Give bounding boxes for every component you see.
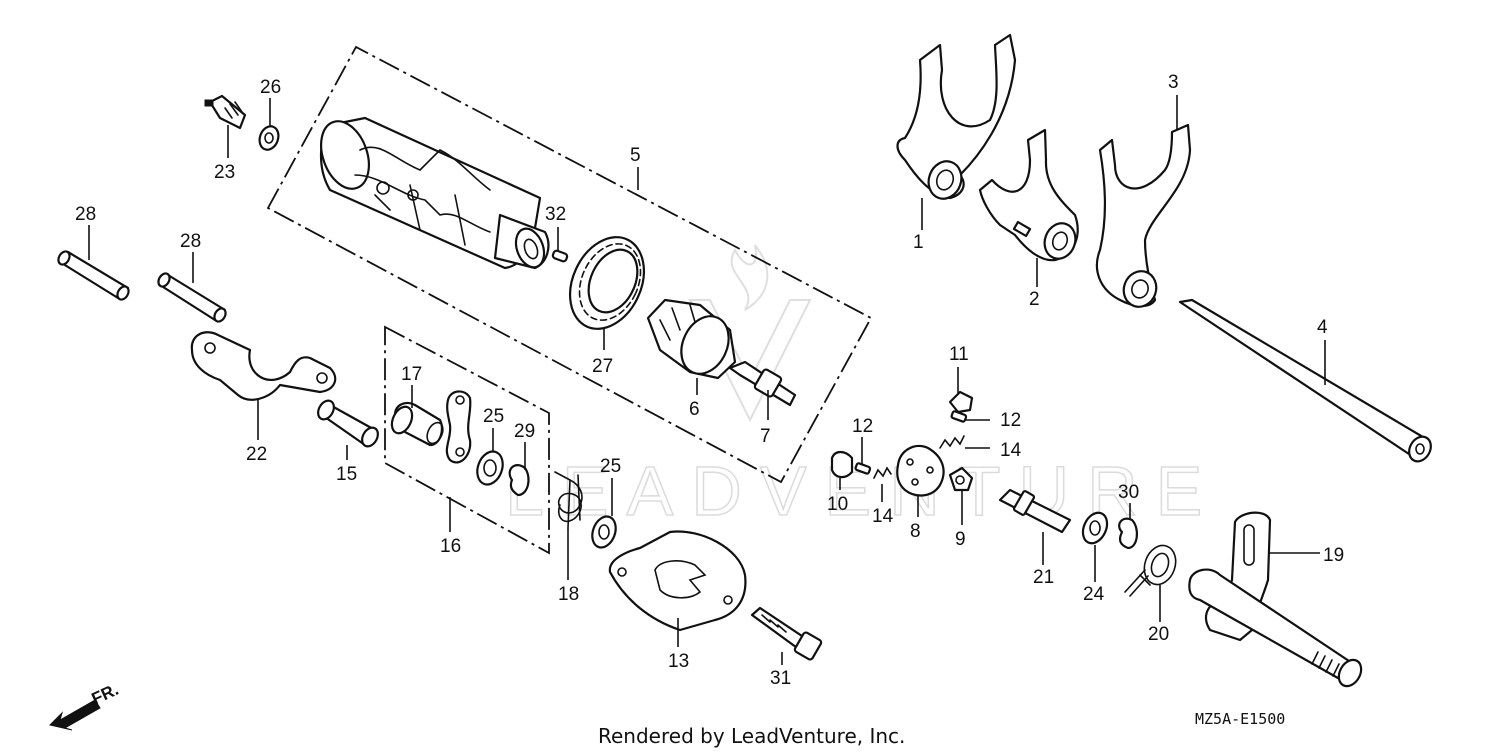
- shift-cam-plate: [896, 444, 945, 497]
- callout-3: 3: [1168, 72, 1179, 93]
- callout-12b: 12: [852, 416, 873, 437]
- callout-29: 29: [514, 421, 535, 442]
- callout-25a: 25: [483, 406, 504, 427]
- callout-4: 4: [1317, 317, 1328, 338]
- pin-12b: [854, 462, 872, 475]
- callout-6: 6: [689, 399, 700, 420]
- spring-20: [1124, 544, 1177, 597]
- stopper-arm: [445, 390, 472, 464]
- guide-plate: [190, 331, 337, 401]
- drum-bolt: [728, 360, 797, 407]
- callout-31: 31: [770, 668, 791, 689]
- callout-21: 21: [1033, 567, 1054, 588]
- callout-2: 2: [1029, 289, 1040, 310]
- cover-bolt: [750, 606, 823, 661]
- fork-shaft: [1178, 298, 1432, 463]
- stopper-group-box: [384, 325, 550, 555]
- callout-14b: 14: [872, 506, 894, 527]
- washer-24: [1081, 511, 1109, 545]
- washer-25b: [591, 515, 617, 549]
- dowel-pin-28a: [57, 250, 130, 301]
- neutral-switch: [204, 94, 247, 130]
- shift-drum: [320, 116, 550, 270]
- callout-30: 30: [1118, 482, 1139, 503]
- shift-fork-2: [978, 128, 1079, 262]
- cover-plate: [608, 530, 747, 632]
- diagram-code: MZ5A-E1500: [1195, 710, 1285, 728]
- callout-15: 15: [336, 464, 357, 485]
- callout-22: 22: [246, 444, 267, 465]
- callout-19: 19: [1323, 545, 1344, 566]
- callout-11: 11: [949, 344, 969, 365]
- bearing: [569, 236, 645, 330]
- dowel-pin: [551, 249, 569, 263]
- callout-32: 32: [545, 204, 566, 225]
- callout-28b: 28: [180, 231, 201, 252]
- callout-20: 20: [1148, 624, 1169, 645]
- callout-14a: 14: [1000, 440, 1022, 461]
- callout-23: 23: [214, 162, 235, 183]
- callout-16: 16: [440, 536, 461, 557]
- leader-lines: [88, 95, 1326, 665]
- callout-5: 5: [630, 145, 641, 166]
- pin-12a: [950, 410, 968, 423]
- callout-18: 18: [558, 584, 579, 605]
- drum-center: [646, 298, 737, 380]
- front-direction-arrow: FR.: [49, 680, 122, 731]
- return-spring: [554, 471, 583, 529]
- callout-24: 24: [1083, 584, 1105, 605]
- callout-9: 9: [955, 529, 966, 550]
- drum-group-box: [266, 45, 873, 484]
- callout-12a: 12: [1000, 410, 1021, 431]
- callout-7: 7: [760, 426, 771, 447]
- spring-14a: [939, 435, 965, 449]
- callout-8: 8: [910, 521, 921, 542]
- callout-28a: 28: [75, 204, 96, 225]
- stopper-plate-11: [948, 390, 974, 414]
- callout-25b: 25: [600, 456, 621, 477]
- dowel-pin-28b: [157, 272, 227, 323]
- roller-10: [830, 450, 854, 479]
- collar: [317, 399, 379, 448]
- shift-fork-3: [1095, 123, 1192, 308]
- rendered-by-credit: Rendered by LeadVenture, Inc.: [598, 724, 905, 748]
- callout-labels: 1 2 3 4 5 6 7 8 9 10 11 12 12 13 14 14 1…: [75, 72, 1344, 689]
- shift-spindle: [1188, 511, 1363, 688]
- stopper-collar: [390, 401, 444, 447]
- callout-26: 26: [260, 77, 281, 98]
- callout-10: 10: [827, 494, 848, 515]
- spring-14b: [873, 466, 892, 479]
- snap-ring-29: [508, 464, 530, 497]
- callout-17: 17: [401, 364, 422, 385]
- callout-13: 13: [668, 651, 689, 672]
- watermark: LEADVENTURE: [504, 244, 1220, 531]
- washer-25a: [476, 450, 504, 486]
- svg-text:LEADVENTURE: LEADVENTURE: [505, 452, 1220, 530]
- pin-bolt-21: [998, 488, 1072, 534]
- snap-ring-30: [1118, 517, 1138, 550]
- callout-1: 1: [913, 232, 924, 253]
- callout-27: 27: [592, 356, 613, 377]
- sealing-washer: [258, 125, 280, 151]
- shift-fork-1: [896, 33, 1017, 200]
- bolt-9: [948, 466, 974, 492]
